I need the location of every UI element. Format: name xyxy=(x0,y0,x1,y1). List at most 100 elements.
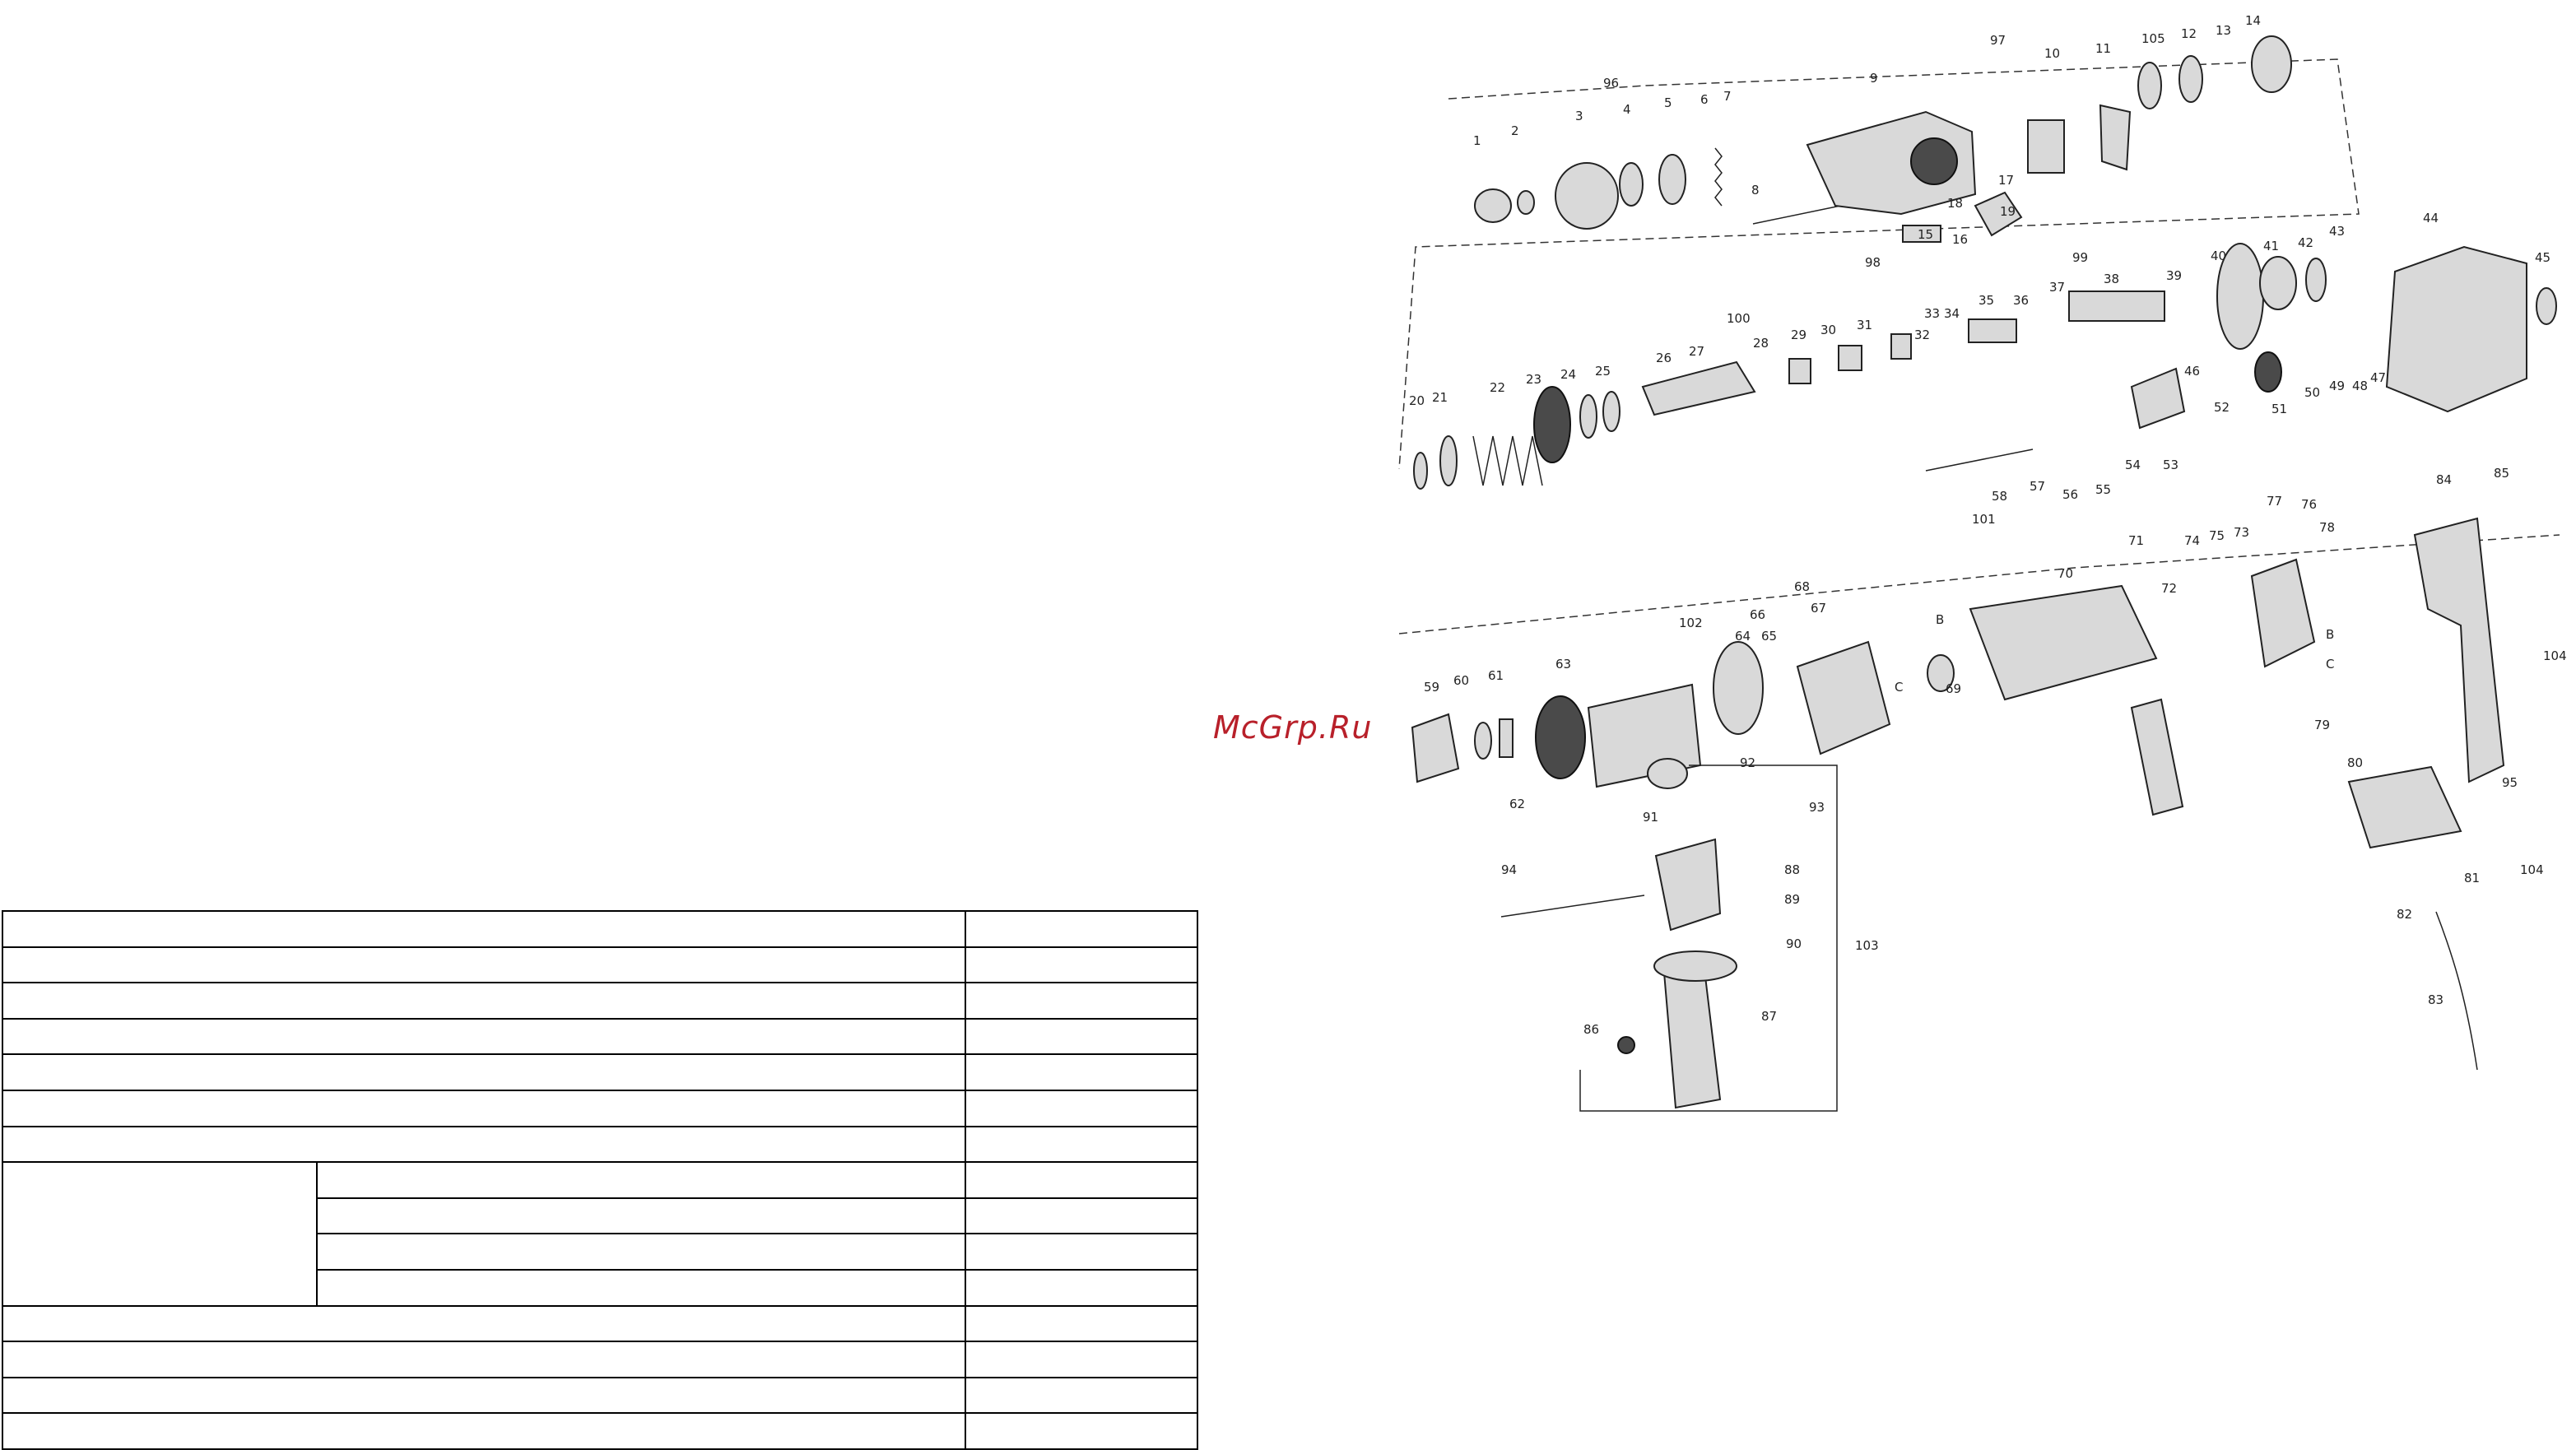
callout-24: 24 xyxy=(1560,367,1576,382)
spec-cell xyxy=(965,1268,1198,1307)
spec-cell xyxy=(965,1161,1198,1199)
callout-46: 46 xyxy=(2184,364,2200,379)
part-83-cable xyxy=(2435,911,2478,1071)
spec-row xyxy=(2,1053,1198,1091)
spec-cell xyxy=(965,1304,1198,1343)
part-105-ring xyxy=(2137,62,2162,109)
spec-cell xyxy=(316,1197,966,1235)
part-92-clamp-band xyxy=(1647,758,1688,789)
callout-82: 82 xyxy=(2397,907,2412,922)
part-11-plate xyxy=(2099,104,2132,171)
part-60-washer xyxy=(1474,722,1492,760)
section-head-boundary xyxy=(1398,58,2360,470)
spec-row xyxy=(2,982,1198,1020)
part-15-brush xyxy=(1902,225,1941,243)
part-1-chuck-cap xyxy=(1474,188,1512,223)
part-50-gear xyxy=(2254,351,2282,393)
spec-cell xyxy=(965,1089,1198,1127)
callout-100: 100 xyxy=(1727,311,1751,326)
side-handle-assembly xyxy=(1500,758,1838,1112)
callout-C: C xyxy=(1895,680,1903,695)
section-mid-boundary xyxy=(1398,534,2560,634)
callout-33: 33 xyxy=(1924,306,1940,321)
spec-cell xyxy=(965,1376,1198,1415)
callout-74: 74 xyxy=(2184,533,2200,548)
callout-77: 77 xyxy=(2267,494,2282,509)
callout-17: 17 xyxy=(1998,173,2014,188)
callout-98: 98 xyxy=(1865,255,1881,270)
spec-cell xyxy=(965,982,1198,1020)
callout-56: 56 xyxy=(2062,487,2078,502)
spec-cell xyxy=(2,1125,966,1164)
callout-87: 87 xyxy=(1761,1009,1777,1024)
callout-93: 93 xyxy=(1809,800,1825,815)
callout-85: 85 xyxy=(2494,466,2509,481)
spec-row xyxy=(2,1017,1198,1056)
spec-cell xyxy=(2,1017,966,1056)
spec-row xyxy=(2,1161,1198,1307)
callout-21: 21 xyxy=(1432,390,1448,405)
callout-14: 14 xyxy=(2245,13,2261,28)
callout-83: 83 xyxy=(2428,992,2443,1007)
callout-11: 11 xyxy=(2095,41,2111,56)
callout-31: 31 xyxy=(1857,318,1872,332)
callout-22: 22 xyxy=(1490,380,1505,395)
spec-cell xyxy=(2,1341,966,1378)
callout-57: 57 xyxy=(2030,479,2045,494)
callout-105: 105 xyxy=(2141,31,2165,46)
part-26-spindle xyxy=(1641,360,1756,416)
callout-25: 25 xyxy=(1595,364,1611,379)
callout-27: 27 xyxy=(1689,344,1704,359)
callout-99: 99 xyxy=(2072,250,2088,265)
part-10-cylinder xyxy=(2027,119,2065,174)
callout-47: 47 xyxy=(2370,370,2386,385)
spec-cell xyxy=(965,1125,1198,1164)
callout-37: 37 xyxy=(2049,280,2065,295)
part-58-shaft xyxy=(1925,448,2034,472)
part-29-bush xyxy=(1788,358,1811,384)
callout-3: 3 xyxy=(1575,109,1583,123)
part-67-stator xyxy=(1796,640,1891,755)
spec-cell xyxy=(2,1304,966,1343)
part-21-ring xyxy=(1439,435,1458,486)
callout-102: 102 xyxy=(1679,616,1703,630)
callout-5: 5 xyxy=(1664,95,1672,110)
part-78-brush-plate xyxy=(2250,558,2316,668)
callout-1: 1 xyxy=(1473,133,1481,148)
callout-2: 2 xyxy=(1511,123,1519,138)
callout-53: 53 xyxy=(2163,458,2178,472)
callout-29: 29 xyxy=(1791,328,1806,342)
callout-92: 92 xyxy=(1740,755,1755,770)
spec-cell xyxy=(316,1233,966,1271)
spec-cell xyxy=(965,946,1198,984)
callout-84: 84 xyxy=(2436,472,2452,487)
spec-row xyxy=(2,1233,1198,1271)
callout-55: 55 xyxy=(2095,482,2111,497)
callout-51: 51 xyxy=(2271,402,2287,416)
callout-12: 12 xyxy=(2181,26,2197,41)
callout-50: 50 xyxy=(2304,385,2320,400)
callout-26: 26 xyxy=(1656,351,1672,365)
callout-15: 15 xyxy=(1918,227,1933,242)
callout-61: 61 xyxy=(1488,668,1504,683)
part-94-depth-rod xyxy=(1500,895,1645,918)
callout-38: 38 xyxy=(2104,272,2119,286)
part-42-ring xyxy=(2305,258,2327,302)
callout-44: 44 xyxy=(2423,211,2439,225)
part-7-spring xyxy=(1714,147,1723,207)
callout-40: 40 xyxy=(2211,249,2226,263)
callout-96: 96 xyxy=(1603,76,1619,91)
callout-23: 23 xyxy=(1526,372,1541,387)
spec-table xyxy=(2,910,1198,1450)
callout-64: 64 xyxy=(1735,629,1751,644)
part-44-housing xyxy=(2385,245,2527,413)
spec-cell xyxy=(965,1341,1198,1378)
part-59-bearing-cover xyxy=(1411,713,1460,783)
callout-103: 103 xyxy=(1855,938,1879,953)
spec-cell xyxy=(965,1017,1198,1056)
spec-cell xyxy=(2,946,966,984)
callout-52: 52 xyxy=(2214,400,2230,415)
spec-row xyxy=(2,1197,1198,1235)
part-65-baffle xyxy=(1713,641,1764,735)
